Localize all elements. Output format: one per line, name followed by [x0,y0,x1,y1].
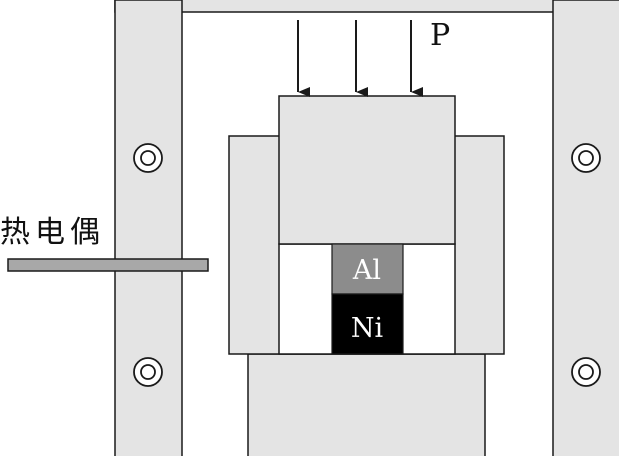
pressure-label: P [430,18,450,53]
sample-al-label: Al [352,255,381,286]
upper-punch-block [278,95,456,245]
frame-top-beam [114,0,606,13]
thermocouple-label: 热电偶 [0,215,105,250]
sample-ni-label: Ni [351,313,384,344]
sample-ni-block [331,293,404,355]
concentric-circle-bolt-icon [133,143,163,173]
thermocouple-rod [7,258,209,272]
concentric-circle-bolt-icon [133,357,163,387]
frame-left-column [114,0,183,456]
lower-base-block [247,353,486,456]
frame-right-column [552,0,619,456]
concentric-circle-bolt-icon [571,143,601,173]
concentric-circle-bolt-icon [571,357,601,387]
